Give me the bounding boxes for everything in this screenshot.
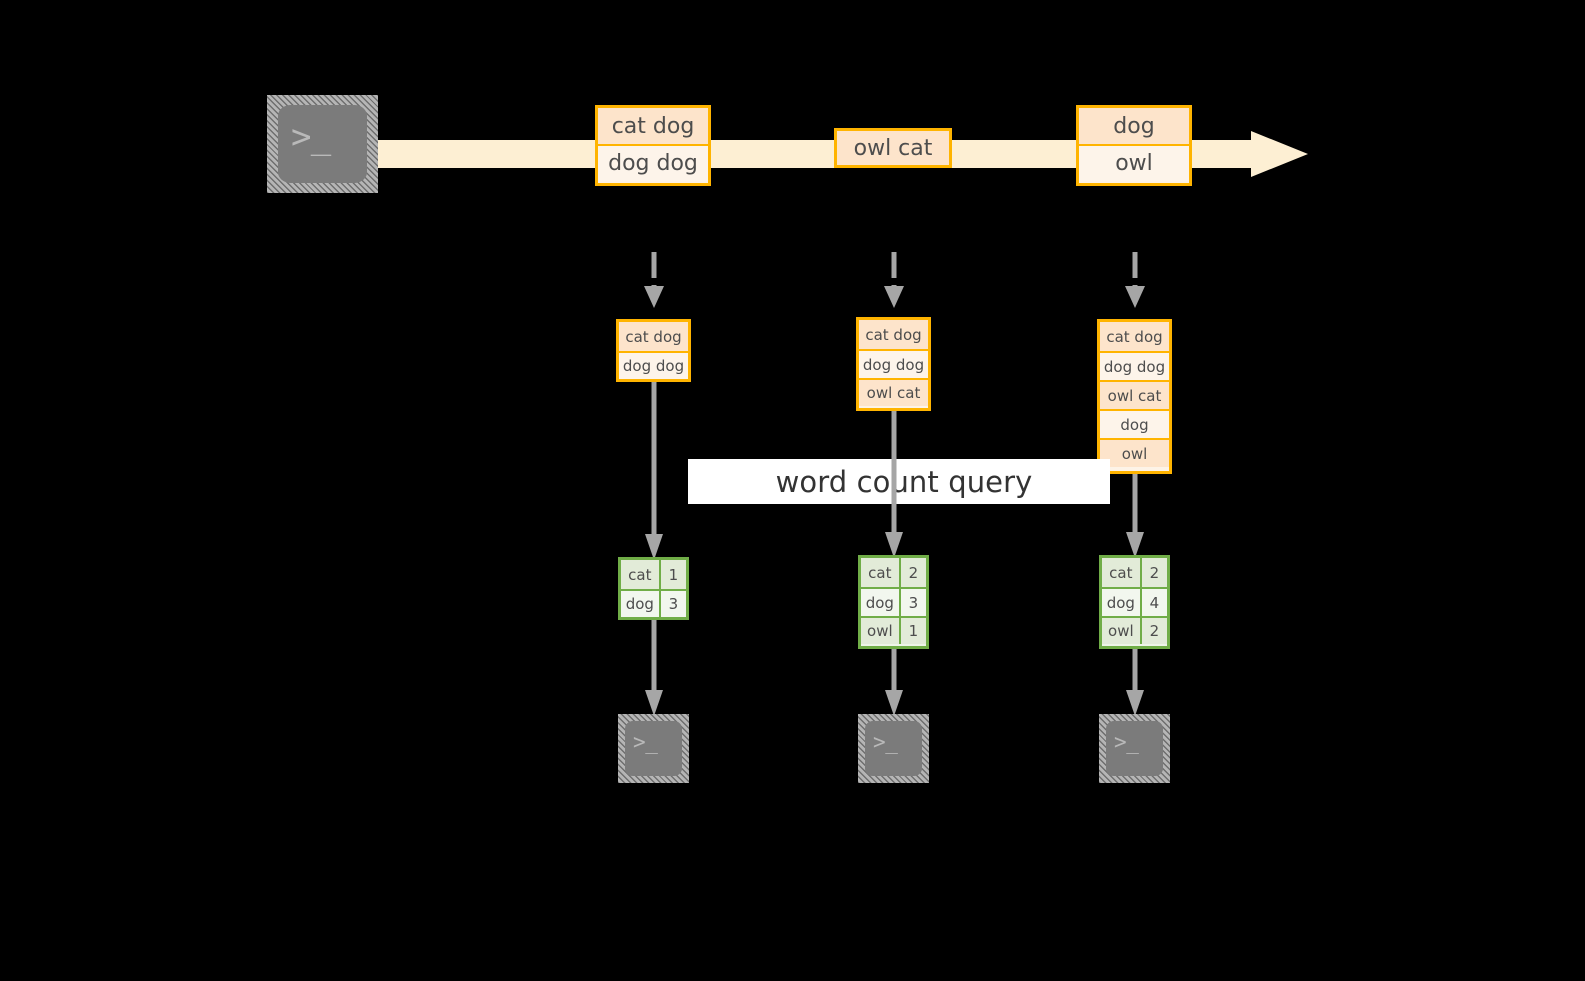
query-label-text: word count query xyxy=(775,464,1033,499)
result-count-cell: 3 xyxy=(658,591,686,617)
terminal-prompt-glyph: >_ xyxy=(291,117,331,157)
stream-record-2: owl cat xyxy=(834,128,952,168)
snapshot-2-sink-arrow-icon xyxy=(885,649,903,716)
snapshot-2-dashed-input-arrow-icon xyxy=(881,252,907,308)
terminal-prompt-glyph: >_ xyxy=(873,730,898,754)
snapshot-input-row: dog dog xyxy=(1100,351,1169,380)
table-row: cat 1 xyxy=(621,560,686,589)
terminal-prompt-glyph: >_ xyxy=(633,730,658,754)
snapshot-input-row: owl xyxy=(1100,438,1169,467)
result-count-cell: 2 xyxy=(1139,618,1167,644)
snapshot-3-result-table: cat 2 dog 4 owl 2 xyxy=(1099,555,1170,649)
snapshot-input-row: cat dog xyxy=(619,322,688,351)
table-row: owl 1 xyxy=(861,616,926,644)
stream-record-3: dog owl xyxy=(1076,105,1192,186)
snapshot-2-sink-terminal-icon: >_ xyxy=(858,714,929,783)
result-word-cell: dog xyxy=(621,591,659,617)
snapshot-input-row: dog dog xyxy=(859,349,928,378)
result-count-cell: 2 xyxy=(898,558,926,587)
snapshot-3-sink-arrow-icon xyxy=(1126,649,1144,716)
result-count-cell: 3 xyxy=(898,589,926,616)
snapshot-input-row: dog dog xyxy=(619,351,688,379)
snapshot-input-row: dog xyxy=(1100,409,1169,438)
snapshot-1-sink-arrow-icon xyxy=(645,620,663,716)
terminal-screen: >_ xyxy=(1106,721,1163,776)
query-label-banner: word count query xyxy=(688,459,1110,504)
terminal-screen: >_ xyxy=(278,105,367,183)
snapshot-1-sink-terminal-icon: >_ xyxy=(618,714,689,783)
result-word-cell: owl xyxy=(861,618,899,644)
snapshot-1-query-arrow-icon xyxy=(645,382,663,560)
snapshot-input-row: cat dog xyxy=(859,320,928,349)
result-count-cell: 1 xyxy=(898,618,926,644)
terminal-screen: >_ xyxy=(865,721,922,776)
terminal-prompt-glyph: >_ xyxy=(1114,730,1139,754)
stream-record-line: cat dog xyxy=(598,108,708,144)
result-word-cell: dog xyxy=(861,589,899,616)
result-word-cell: owl xyxy=(1102,618,1140,644)
table-row: cat 2 xyxy=(1102,558,1167,587)
result-count-cell: 4 xyxy=(1139,589,1167,616)
table-row: owl 2 xyxy=(1102,616,1167,644)
source-terminal-icon: >_ xyxy=(267,95,378,193)
snapshot-3-sink-terminal-icon: >_ xyxy=(1099,714,1170,783)
result-word-cell: dog xyxy=(1102,589,1140,616)
snapshot-1-input-box: cat dog dog dog xyxy=(616,319,691,382)
result-count-cell: 2 xyxy=(1139,558,1167,587)
snapshot-1-dashed-input-arrow-icon xyxy=(641,252,667,308)
stream-record-line: dog dog xyxy=(598,144,708,181)
result-word-cell: cat xyxy=(1102,558,1140,587)
result-count-cell: 1 xyxy=(658,560,686,589)
snapshot-2-input-box: cat dog dog dog owl cat xyxy=(856,317,931,411)
snapshot-input-row: owl cat xyxy=(859,378,928,406)
snapshot-input-row: owl cat xyxy=(1100,380,1169,409)
table-row: cat 2 xyxy=(861,558,926,587)
stream-record-line: dog xyxy=(1079,108,1189,144)
snapshot-1-result-table: cat 1 dog 3 xyxy=(618,557,689,620)
stream-record-1: cat dog dog dog xyxy=(595,105,711,186)
table-row: dog 3 xyxy=(621,589,686,617)
snapshot-2-result-table: cat 2 dog 3 owl 1 xyxy=(858,555,929,649)
snapshot-3-query-arrow-icon xyxy=(1126,474,1144,558)
stream-record-line: owl cat xyxy=(837,131,949,165)
snapshot-3-input-box: cat dog dog dog owl cat dog owl xyxy=(1097,319,1172,474)
terminal-screen: >_ xyxy=(625,721,682,776)
result-word-cell: cat xyxy=(861,558,899,587)
result-word-cell: cat xyxy=(621,560,659,589)
snapshot-input-row: cat dog xyxy=(1100,322,1169,351)
table-row: dog 4 xyxy=(1102,587,1167,616)
table-row: dog 3 xyxy=(861,587,926,616)
snapshot-3-dashed-input-arrow-icon xyxy=(1122,252,1148,308)
stream-record-line: owl xyxy=(1079,144,1189,181)
